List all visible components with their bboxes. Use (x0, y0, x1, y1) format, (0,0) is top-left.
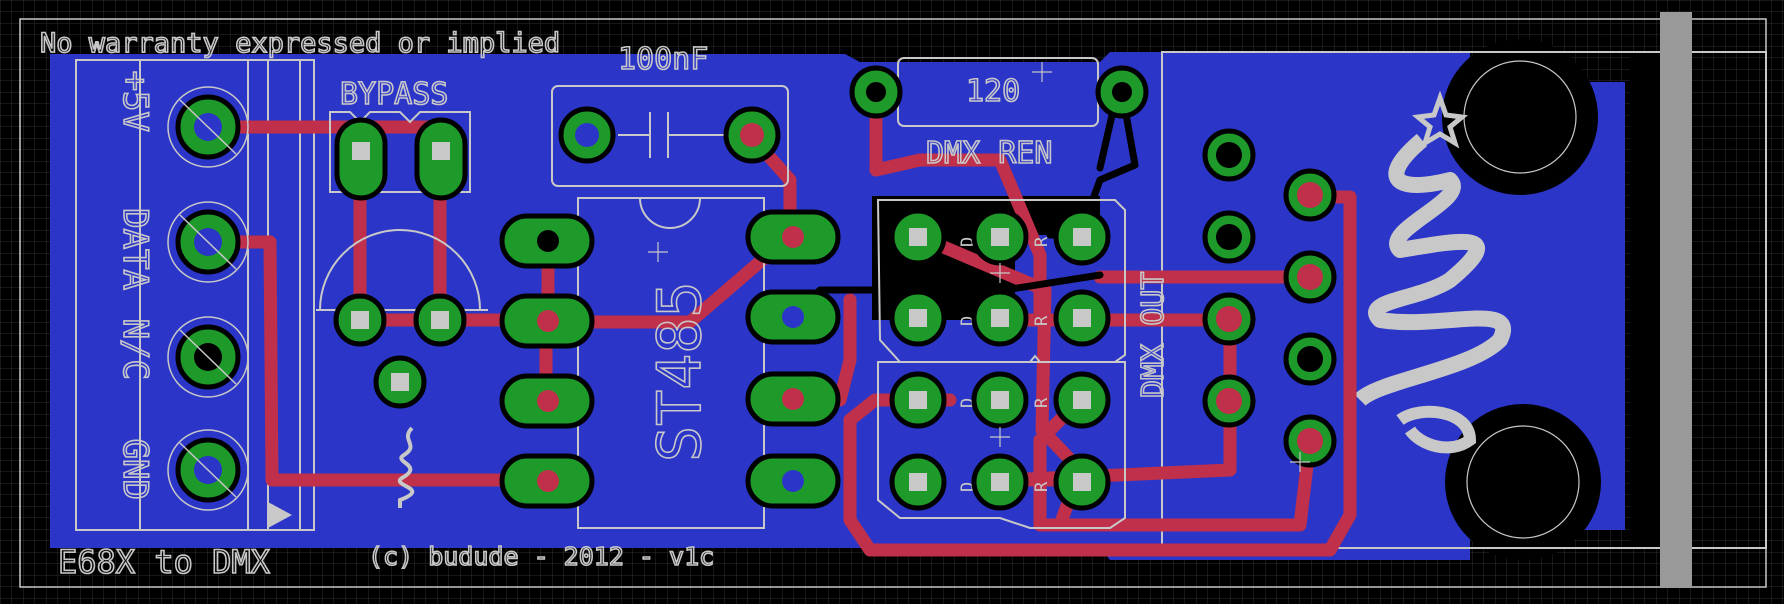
transistor-outline (318, 229, 482, 311)
header-mark-d: D (958, 398, 978, 408)
header-pads (889, 208, 1111, 511)
resistor-value-label: 120 (966, 74, 1020, 109)
header-mark-d: D (958, 237, 978, 247)
header-mark-r: R (1032, 315, 1052, 326)
pin1-marker (268, 502, 292, 528)
credit-label: (c) budude - 2012 - v1c (368, 542, 714, 571)
rj45-pads (1202, 128, 1337, 468)
connector-flange (1660, 12, 1692, 588)
terminal-label-data: DATA (115, 208, 155, 290)
mounting-hole (1445, 404, 1601, 560)
tree-logo-large (1354, 133, 1511, 407)
tree-logo-small (397, 426, 415, 508)
terminal-block-outline (75, 59, 315, 531)
capacitor-pads (558, 106, 781, 164)
ic-notch (639, 197, 701, 229)
terminal-label-gnd: GND (115, 439, 155, 500)
header-marks: D R D R D R D R (958, 236, 1052, 492)
header-outline (877, 361, 1126, 529)
terminal-screws (167, 86, 249, 511)
star-icon (1411, 90, 1469, 149)
output-label: DMX OUT (1136, 272, 1171, 398)
capacitor-value-label: 100nF (618, 42, 708, 77)
origin-crosshairs (648, 62, 1310, 472)
header-mark-r: R (1032, 397, 1052, 408)
jumper-label: BYPASS (340, 77, 448, 112)
terminal-label-5v: +5V (115, 71, 155, 132)
resistor-pads (849, 65, 1149, 119)
header-mark-r: R (1032, 481, 1052, 492)
header-mark-r: R (1032, 236, 1052, 247)
tree-logo-large-swirl (1396, 405, 1477, 454)
ic-pads (499, 209, 841, 509)
ic-outline (577, 197, 765, 529)
warranty-note: No warranty expressed or implied (40, 28, 560, 59)
capacitor-outline (551, 85, 789, 187)
terminal-label-nc: N/C (115, 319, 155, 380)
resistor-name-label: DMX REN (926, 136, 1052, 171)
ic-label: ST485 (645, 281, 715, 462)
header-mark-d: D (958, 316, 978, 326)
board-title: E68X to DMX (58, 543, 270, 581)
header-mark-d: D (958, 482, 978, 492)
transistor-pads (333, 293, 467, 409)
jumper-pads (334, 117, 468, 201)
